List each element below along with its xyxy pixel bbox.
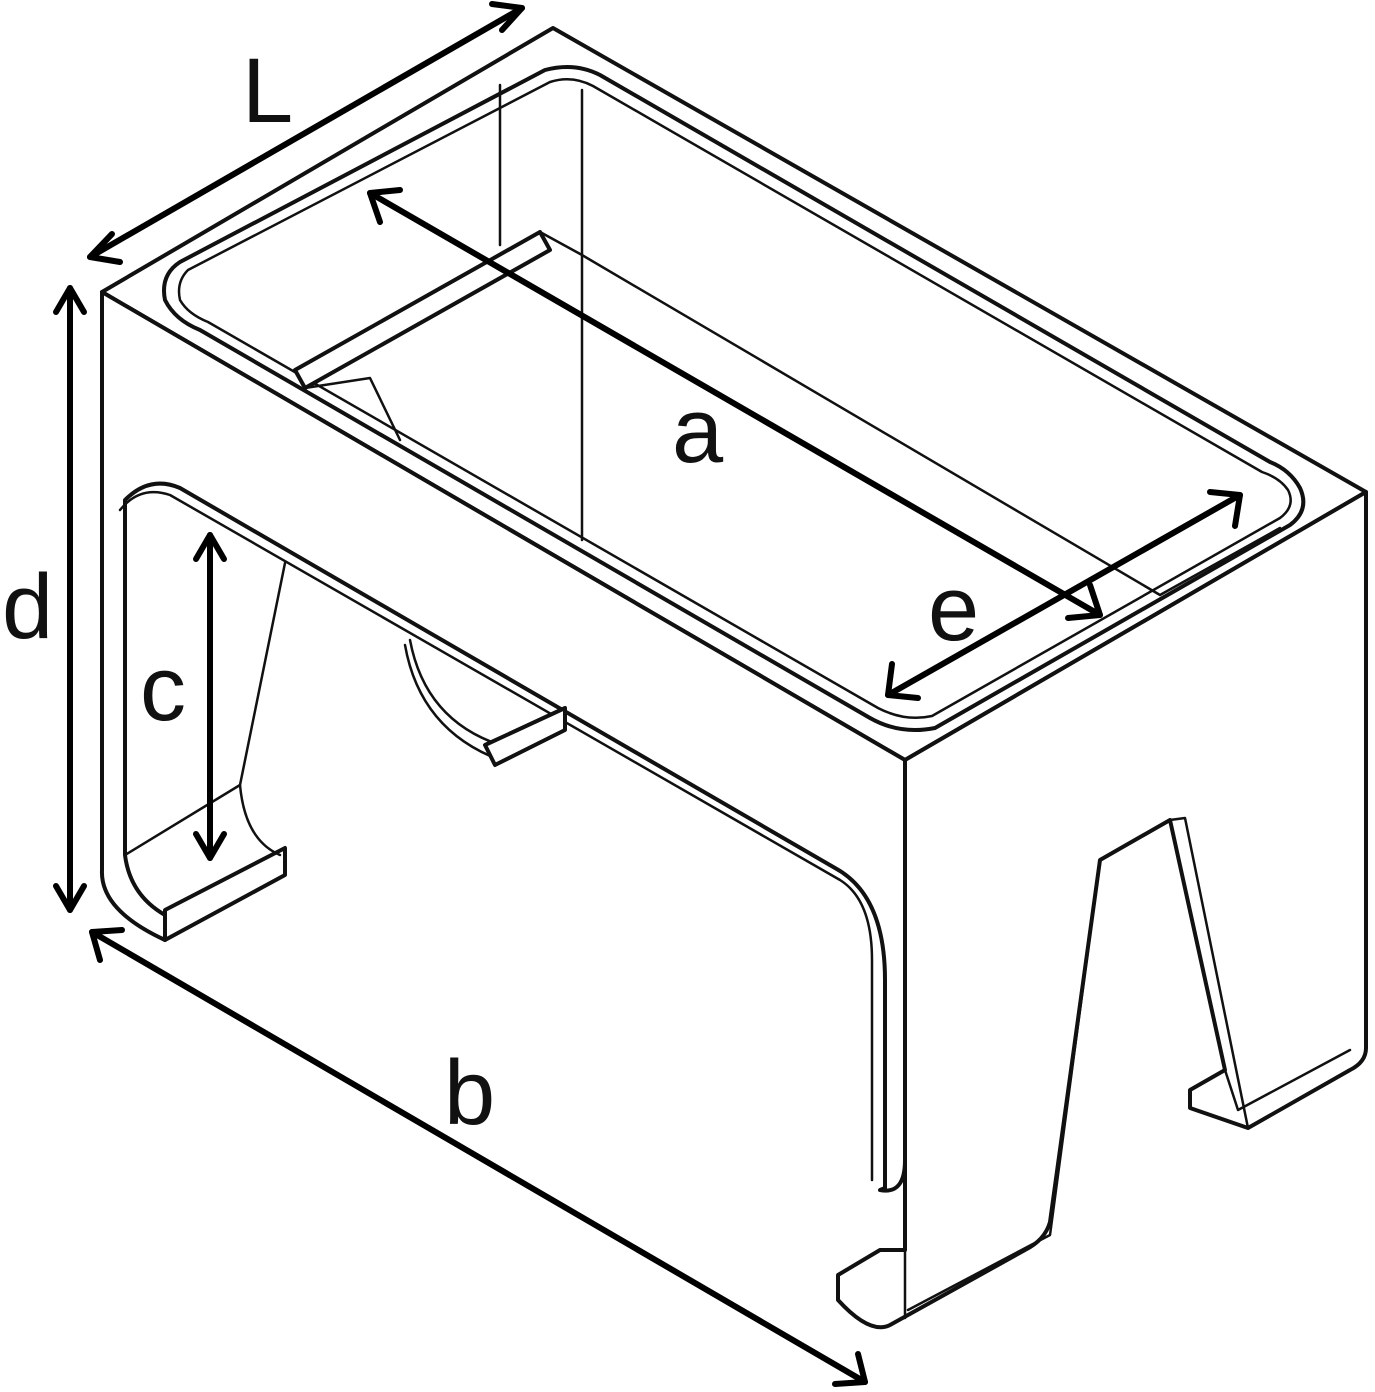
- dim-arrow-e-end: [1207, 489, 1243, 529]
- dim-arrow-c-end: [193, 831, 227, 861]
- dim-arrow-L-end: [489, 1, 525, 33]
- label-L: L: [242, 40, 293, 142]
- front-left-arch-inner: [118, 490, 874, 1182]
- left-leg-foot: [163, 846, 287, 942]
- label-d: d: [2, 556, 53, 658]
- dim-line-e: [885, 492, 1243, 698]
- right-face-leg-inner-2: [1168, 816, 1250, 1130]
- dim-line-L: [87, 5, 525, 260]
- dimension-lines: [53, 1, 1243, 1387]
- right-face-foot-line: [1223, 1048, 1352, 1112]
- label-c: c: [140, 638, 186, 740]
- dim-line-a: [367, 190, 1103, 618]
- dim-arrow-b-start: [89, 927, 125, 963]
- dim-line-b: [89, 929, 868, 1385]
- inner-right-wall-line: [580, 253, 1282, 597]
- inner-cross-plate-edge: [303, 376, 402, 442]
- dim-arrow-L-start: [87, 231, 123, 265]
- inner-cross-plate: [293, 230, 552, 390]
- right-face: [836, 490, 1368, 1330]
- rear-leg-foot: [483, 706, 567, 767]
- dim-arrow-c-start: [193, 532, 227, 562]
- dim-arrow-a-end: [1065, 582, 1103, 621]
- dim-arrow-d-end: [53, 883, 87, 913]
- front-left-face: [99, 290, 907, 1193]
- label-a: a: [672, 380, 724, 482]
- box-drawing: [99, 26, 1368, 1330]
- dim-arrow-e-start: [885, 661, 921, 701]
- dim-arrow-d-start: [53, 285, 87, 315]
- tray-opening: [162, 64, 1306, 732]
- right-face-leg-inner: [906, 858, 1102, 1312]
- dim-arrow-b-end: [832, 1351, 868, 1387]
- label-e: e: [928, 558, 979, 660]
- left-leg-inner: [123, 783, 282, 857]
- dimension-labels: L a b c d e: [2, 40, 979, 1144]
- tray-inner-lip: [177, 78, 1292, 719]
- label-b: b: [444, 1042, 495, 1144]
- dim-arrow-a-start: [367, 187, 403, 225]
- left-leg-back-edge: [238, 561, 287, 787]
